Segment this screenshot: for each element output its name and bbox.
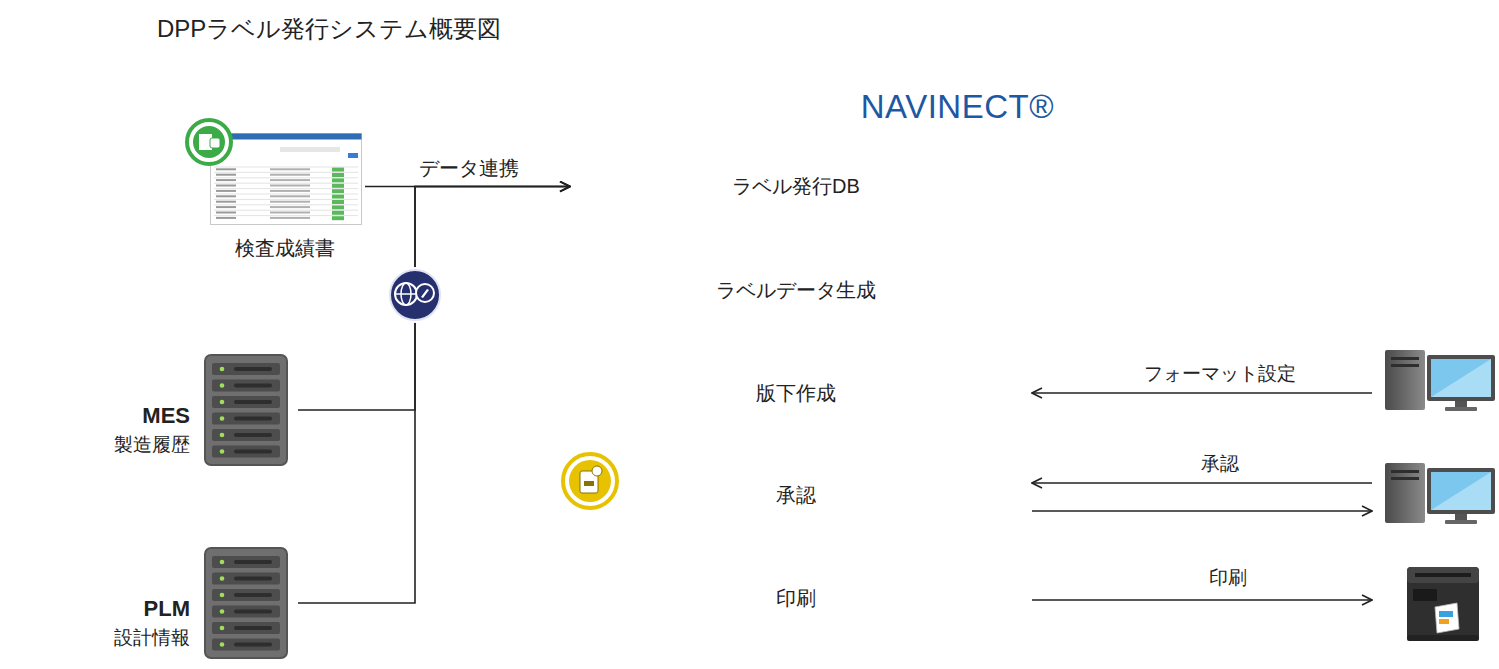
inspection-icon [185, 118, 233, 166]
process-label: 印刷 [776, 585, 816, 612]
process-box: 承認 [572, 467, 1020, 524]
report-screenshot [210, 133, 362, 225]
pc-illustration [1385, 350, 1495, 411]
print-arrow [1032, 599, 1372, 601]
network-icon [387, 267, 443, 323]
arrow-label: フォーマット設定 [1144, 361, 1296, 387]
process-label: ラベル発行DB [732, 173, 860, 200]
flow-chevron [777, 435, 815, 453]
process-label: 版下作成 [756, 380, 836, 407]
pc-illustration [1385, 463, 1495, 524]
data-connector [298, 187, 570, 604]
brand-name: NAVINECT® [861, 88, 1054, 126]
approval-icon [560, 451, 620, 511]
system-name: PLM [144, 596, 190, 622]
edge-label: データ連携 [419, 155, 519, 182]
document-node: 検査成績書 [195, 128, 375, 268]
server-illustration [204, 354, 288, 466]
server-node: MES 製造履歴 [60, 350, 292, 470]
server-node: PLM 設計情報 [60, 543, 292, 661]
system-description: 製造履歴 [114, 432, 190, 458]
server-illustration [204, 547, 288, 659]
system-name: MES [142, 403, 190, 429]
process-box: 印刷 [572, 570, 1020, 626]
system-description: 設計情報 [114, 625, 190, 651]
printer-illustration [1407, 567, 1479, 641]
flow-chevron [777, 333, 815, 351]
flow-chevron [777, 230, 815, 248]
process-box: ラベル発行DB [572, 158, 1020, 215]
approve-arrow-out [1032, 510, 1372, 512]
document-label: 検査成績書 [195, 235, 375, 262]
process-box: ラベルデータ生成 [572, 262, 1020, 318]
arrow-label: 印刷 [1209, 565, 1247, 591]
diagram-title: DPPラベル発行システム概要図 [157, 13, 501, 45]
flow-chevron [777, 538, 815, 556]
approve-arrow-in [1032, 482, 1372, 484]
process-label: ラベルデータ生成 [716, 277, 876, 304]
arrow-label: 承認 [1201, 451, 1239, 477]
process-box: 版下作成 [572, 365, 1020, 421]
process-label: 承認 [776, 482, 816, 509]
data-connector [298, 187, 570, 411]
format-arrow [1032, 392, 1372, 394]
